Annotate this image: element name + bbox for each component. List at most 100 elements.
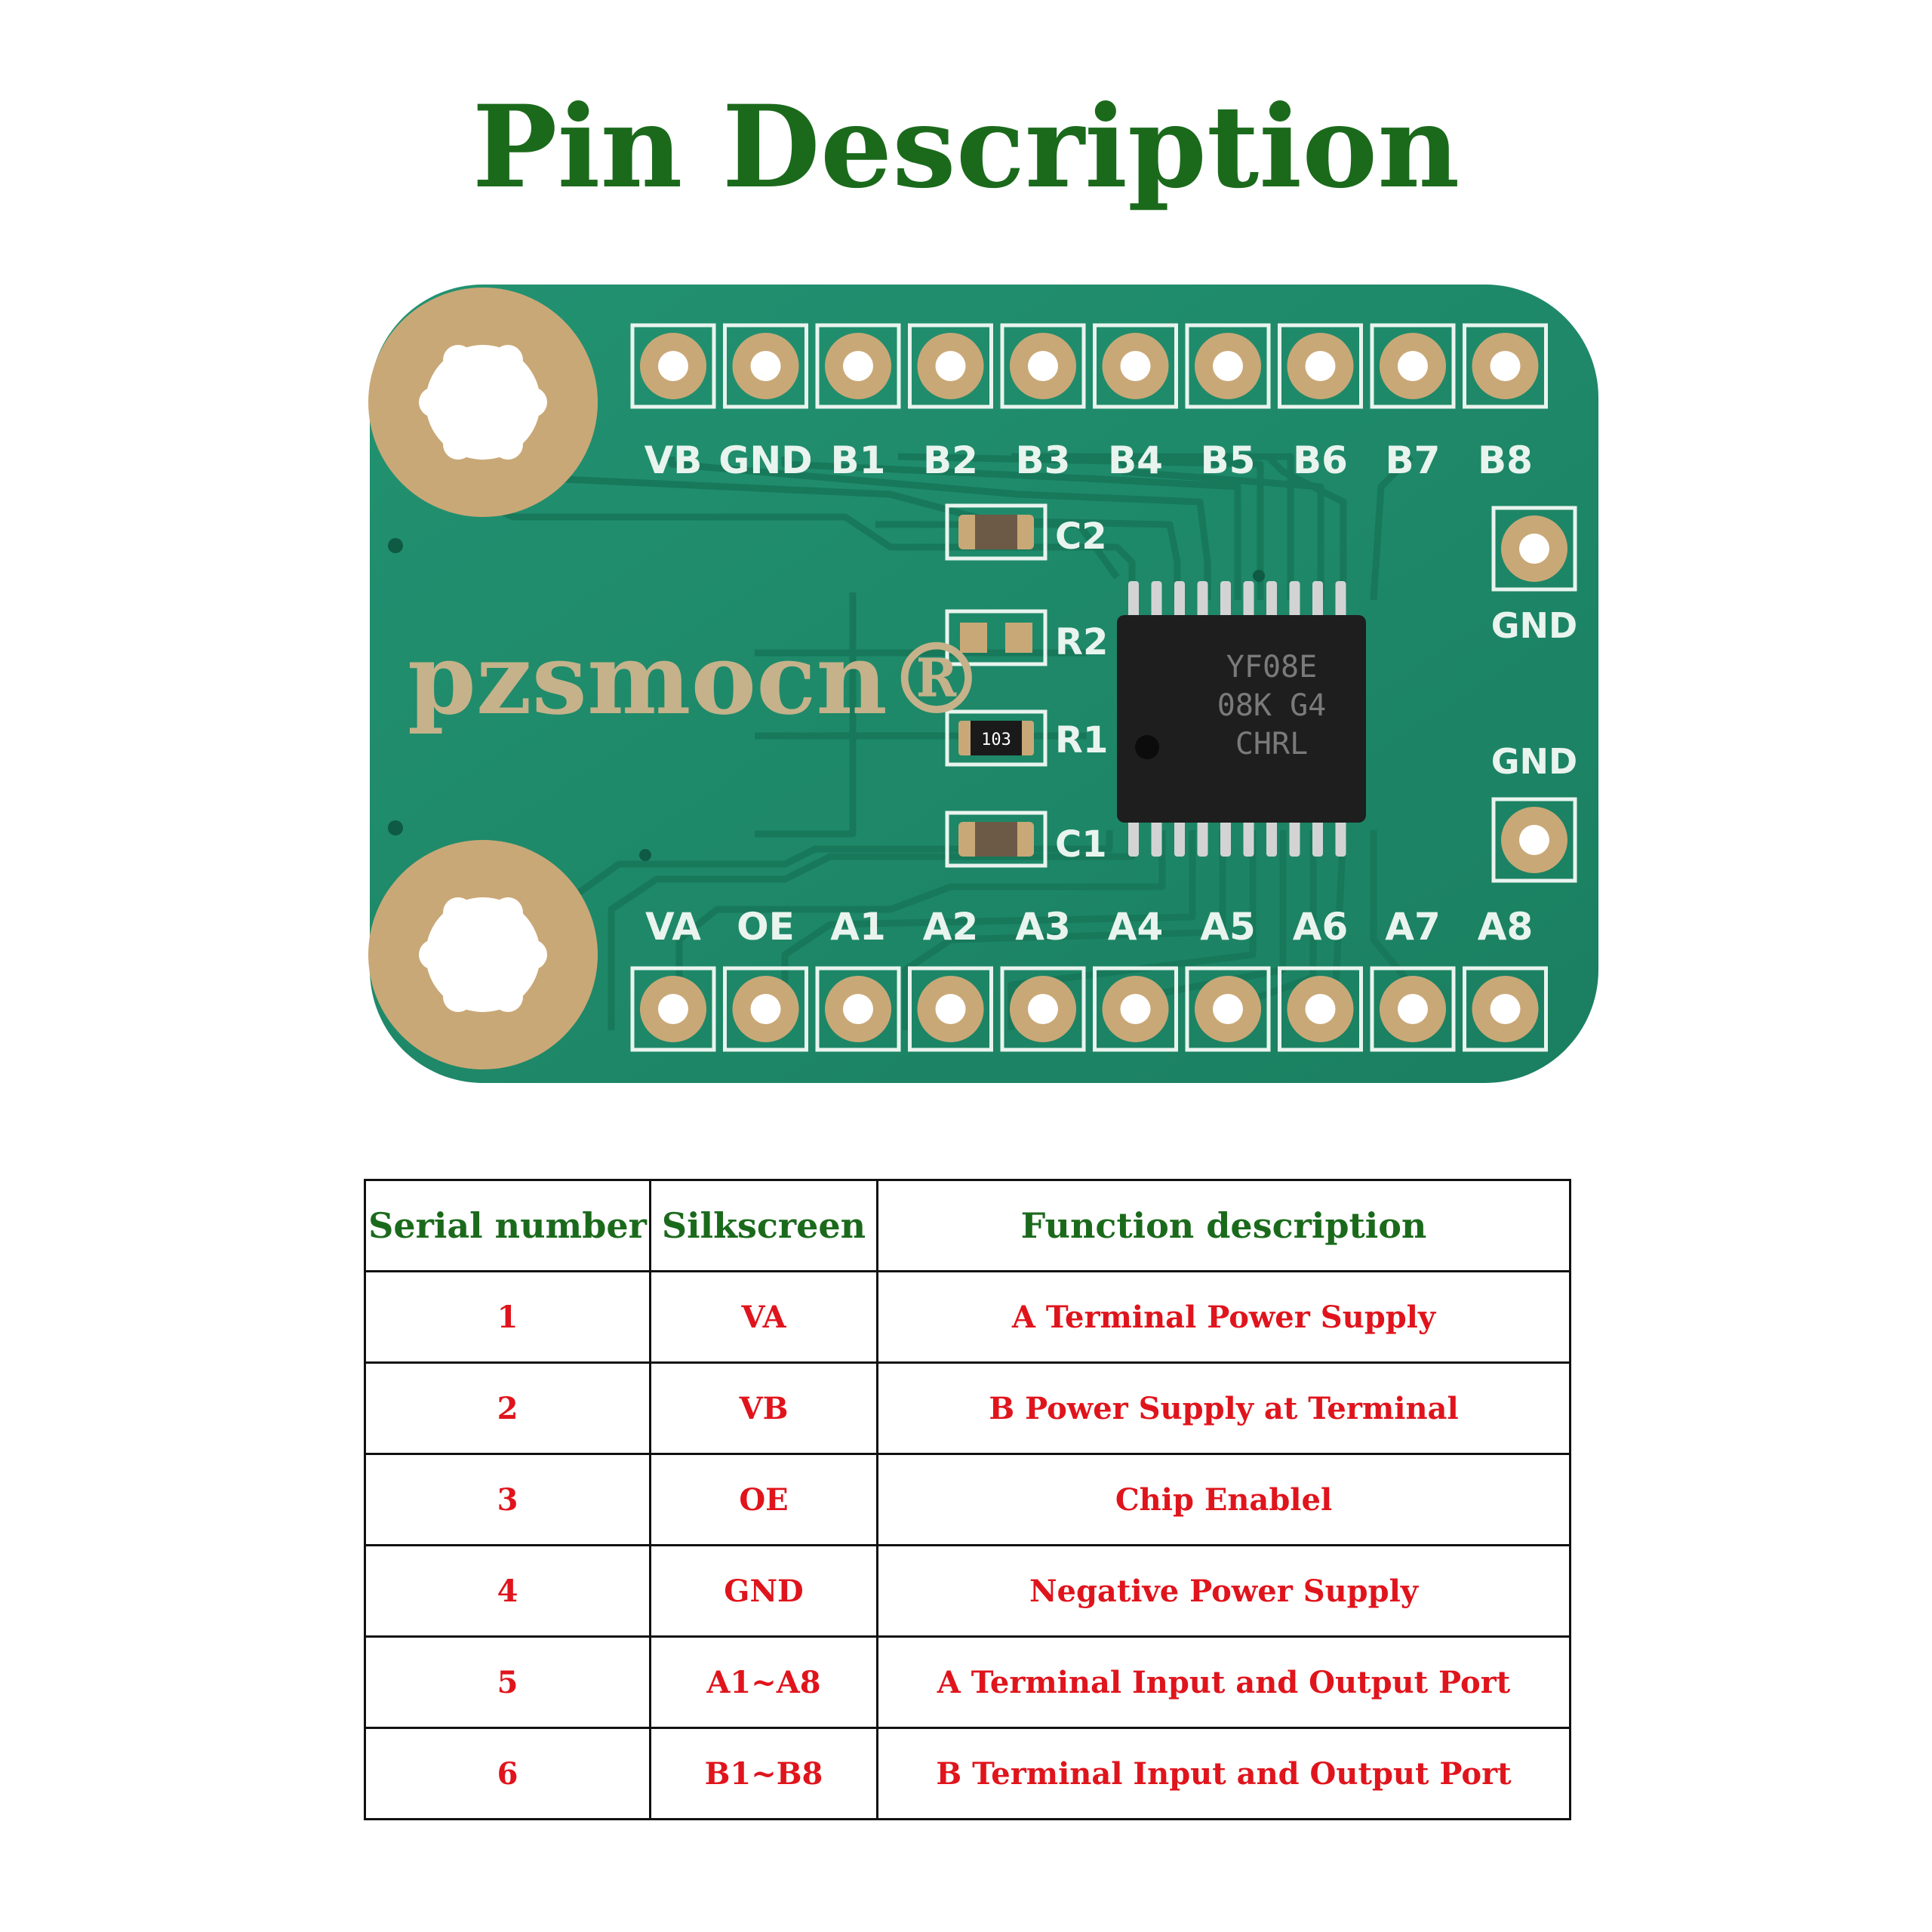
function-cell: Chip Enablel [876,1453,1571,1546]
table-row: 2 VB B Power Supply at Terminal [364,1361,1571,1455]
pin-label-b1: B1 [831,438,886,482]
header-pin-b2 [908,323,993,409]
header-pin-gnd-upper [1491,506,1577,592]
side-pin-label-gnd-lower: GND [1491,741,1577,782]
chip-leg [1289,581,1300,619]
pin-label-b5: B5 [1201,438,1256,482]
chip-leg [1151,581,1162,619]
header-pin-b5 [1185,323,1271,409]
chip-leg [1312,581,1323,619]
table-row: 6 B1~B8 B Terminal Input and Output Port [364,1727,1571,1820]
header-pin-a4 [1093,966,1178,1052]
silkscreen-cell: OE [649,1453,878,1546]
chip-leg [1266,819,1277,857]
header-pin-gnd-lower [1491,797,1577,883]
bottom-header-pins [630,966,1548,1052]
header-pin-b1 [815,323,901,409]
header-pin-a3 [1000,966,1086,1052]
silkscreen-cell: VA [649,1270,878,1364]
table-row: 4 GND Negative Power Supply [364,1544,1571,1638]
pin-label-a1: A1 [830,905,886,949]
pin-label-a3: A3 [1015,905,1071,949]
header-pin-a5 [1185,966,1271,1052]
chip-leg [1289,819,1300,857]
pin-label-b6: B6 [1293,438,1348,482]
pin-label-gnd: GND [718,438,812,482]
capacitor-c1: C1 [945,811,1107,868]
serial-cell: 4 [364,1544,651,1638]
column-header-serial-number: Serial number [364,1179,651,1272]
serial-cell: 2 [364,1361,651,1455]
chip-leg [1335,581,1346,619]
pin-label-a8: A8 [1478,905,1534,949]
silkscreen-cell: A1~A8 [649,1635,878,1729]
header-pin-vb [630,323,716,409]
function-cell: B Power Supply at Terminal [876,1361,1571,1455]
header-pin-gnd [723,323,808,409]
pin-label-va: VA [645,905,701,949]
serial-cell: 1 [364,1270,651,1364]
column-header-silkscreen: Silkscreen [649,1179,878,1272]
function-cell: Negative Power Supply [876,1544,1571,1638]
chip-leg [1128,819,1139,857]
chip-marking-line-3: CHRL [1235,727,1308,761]
side-pin-label-gnd-upper: GND [1491,605,1577,646]
header-pin-b4 [1093,323,1178,409]
chip-leg [1174,819,1185,857]
ic-chip: YF08E 08K G4 CHRL [1117,581,1366,857]
silkscreen-cell: B1~B8 [649,1727,878,1820]
pin-label-vb: VB [645,438,703,482]
svg-text:C1: C1 [1055,823,1107,866]
header-pin-b7 [1370,323,1456,409]
chip-leg [1243,581,1254,619]
header-pin-a1 [815,966,901,1052]
svg-text:R1: R1 [1055,719,1108,761]
chip-leg [1151,819,1162,857]
header-pin-a7 [1370,966,1456,1052]
pin-label-a6: A6 [1293,905,1349,949]
pin-label-b2: B2 [923,438,978,482]
header-pin-a2 [908,966,993,1052]
pin-label-b8: B8 [1478,438,1533,482]
header-pin-a6 [1278,966,1363,1052]
brand-logo: pzsmocn® [408,621,986,737]
chip-leg [1220,581,1231,619]
table-header-row: Serial number Silkscreen Function descri… [364,1179,1571,1272]
chip-leg [1243,819,1254,857]
chip-leg [1312,819,1323,857]
resistor-marking: 103 [981,731,1011,749]
header-pin-b8 [1463,323,1548,409]
serial-cell: 3 [364,1453,651,1546]
pcb-traces [453,453,1415,1030]
chip-leg [1197,819,1208,857]
page-title: Pin Description [472,81,1460,214]
chip-leg [1128,581,1139,619]
resistor-r1: 103 R1 [945,709,1108,767]
chip-leg [1197,581,1208,619]
capacitor-c2: C2 [945,503,1107,561]
pin-label-oe: OE [737,905,795,949]
header-pin-b3 [1000,323,1086,409]
chip-marking-line-2: 08K G4 [1217,688,1327,723]
pin-label-b3: B3 [1016,438,1071,482]
serial-cell: 5 [364,1635,651,1729]
side-gnd-pins [1491,506,1577,883]
pin-label-a7: A7 [1385,905,1441,949]
chip-leg [1220,819,1231,857]
pin-label-b7: B7 [1386,438,1441,482]
resistor-r2: R2 [945,609,1108,666]
header-pin-b6 [1278,323,1363,409]
header-pin-a8 [1463,966,1548,1052]
mounting-hole-top [368,288,598,517]
serial-cell: 6 [364,1727,651,1820]
header-pin-va [630,966,716,1052]
pin-description-table: Serial number Silkscreen Function descri… [364,1179,1571,1820]
pin-label-a5: A5 [1200,905,1256,949]
pin-label-a4: A4 [1108,905,1164,949]
table-row: 1 VA A Terminal Power Supply [364,1270,1571,1364]
chip-leg [1174,581,1185,619]
